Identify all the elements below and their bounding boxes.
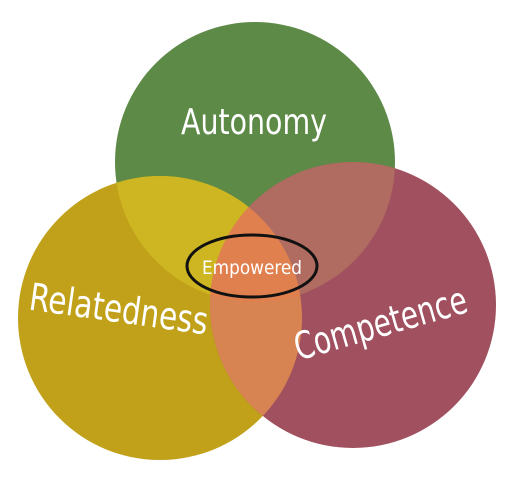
empowered-label: Empowered: [202, 257, 302, 279]
autonomy-label: Autonomy: [181, 102, 327, 143]
empowered-outline: [185, 233, 319, 299]
autonomy-competence-overlap: [210, 162, 395, 302]
